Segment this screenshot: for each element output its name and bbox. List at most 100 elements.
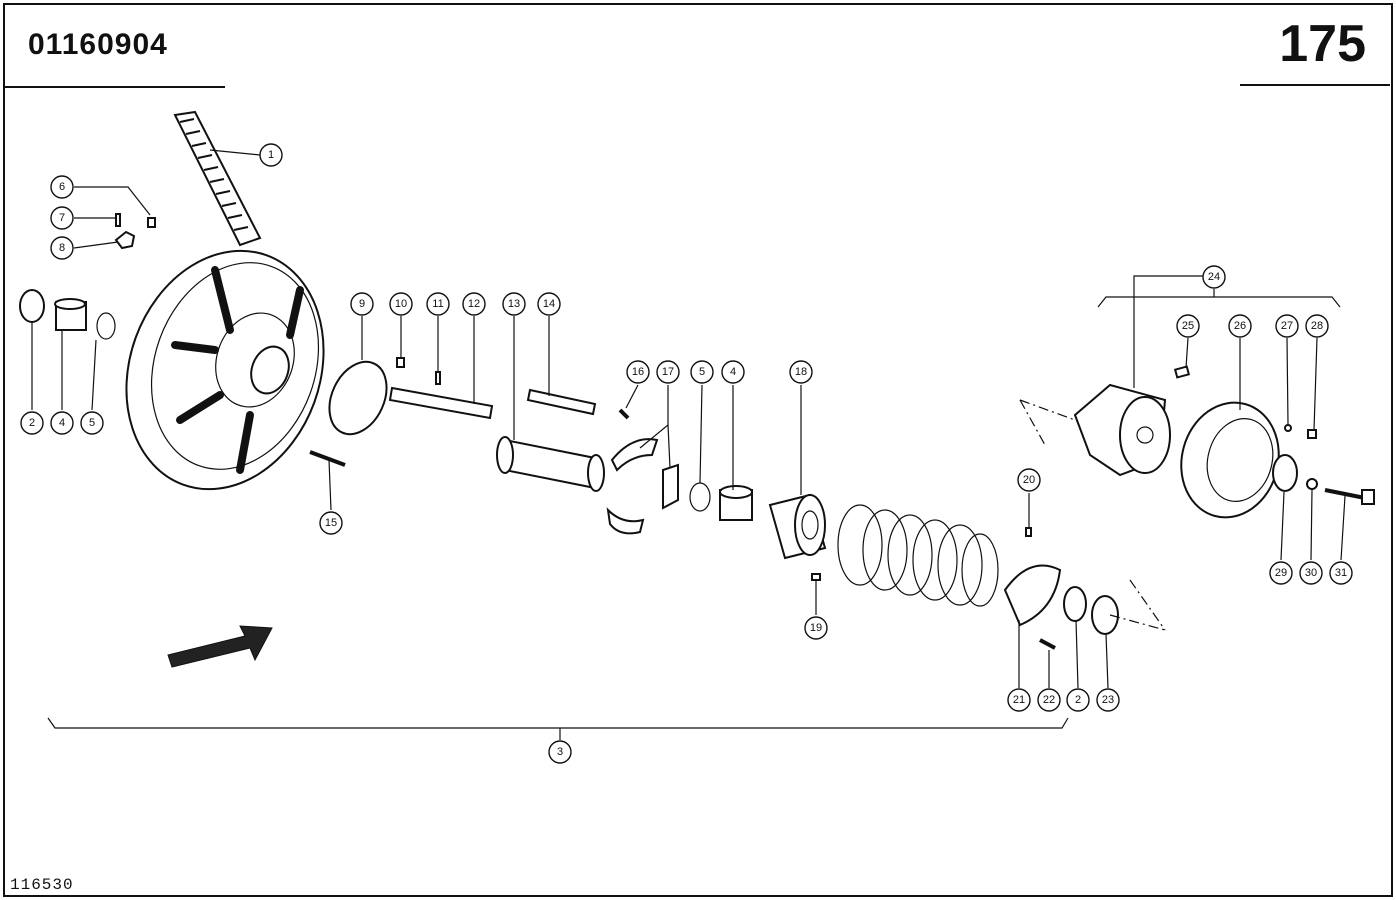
- svg-text:6: 6: [59, 181, 65, 193]
- pin-19: [811, 573, 821, 581]
- callout-17: 17: [656, 360, 680, 384]
- pin-16: [618, 408, 630, 420]
- screw-20: [1025, 527, 1032, 537]
- ring-2-left: [19, 289, 45, 323]
- svg-text:14: 14: [543, 298, 555, 310]
- callout-18: 18: [789, 360, 813, 384]
- svg-text:4: 4: [730, 366, 736, 378]
- callout-9: 9: [350, 292, 374, 316]
- callout-16: 16: [626, 360, 650, 384]
- key-14: [526, 388, 597, 416]
- document-number: 01160904: [28, 28, 168, 61]
- clip-8: [114, 230, 136, 250]
- callout-24: 24: [1202, 265, 1226, 289]
- callout-5-mid: 5: [690, 360, 714, 384]
- pin-7: [115, 213, 121, 227]
- callout-2: 2: [20, 411, 44, 435]
- svg-text:2: 2: [29, 417, 35, 429]
- svg-text:9: 9: [359, 298, 365, 310]
- callout-26: 26: [1228, 314, 1252, 338]
- sleeve-13: [496, 436, 605, 492]
- svg-text:23: 23: [1102, 694, 1114, 706]
- callout-15: 15: [319, 511, 343, 535]
- svg-text:16: 16: [632, 366, 644, 378]
- svg-text:1: 1: [268, 149, 274, 161]
- drive-belt: [173, 110, 262, 247]
- pin-15: [309, 450, 346, 467]
- svg-text:15: 15: [325, 517, 337, 529]
- svg-text:30: 30: [1305, 567, 1317, 579]
- svg-text:25: 25: [1182, 320, 1194, 332]
- callout-28: 28: [1305, 314, 1329, 338]
- svg-text:4: 4: [59, 417, 65, 429]
- svg-text:29: 29: [1275, 567, 1287, 579]
- svg-text:8: 8: [59, 242, 65, 254]
- callout-21: 21: [1007, 688, 1031, 712]
- segment-17a: [610, 438, 659, 472]
- callout-4: 4: [50, 411, 74, 435]
- disc-29: [1272, 454, 1298, 492]
- callout-11: 11: [426, 292, 450, 316]
- callout-1: 1: [259, 143, 283, 167]
- spring: [837, 504, 999, 607]
- svg-text:28: 28: [1311, 320, 1323, 332]
- bushing-4-left: [54, 298, 87, 331]
- figure-id: 116530: [10, 876, 74, 894]
- segment-17c: [606, 507, 645, 535]
- header-rule-right: [1240, 84, 1390, 86]
- segment-17b: [662, 463, 679, 510]
- nut-6: [147, 217, 156, 228]
- screw-10: [396, 357, 405, 368]
- callout-7: 7: [50, 206, 74, 230]
- svg-text:2: 2: [1075, 694, 1081, 706]
- bolt-31: [1324, 488, 1375, 505]
- callout-25: 25: [1176, 314, 1200, 338]
- callout-31: 31: [1329, 561, 1353, 585]
- svg-text:7: 7: [59, 212, 65, 224]
- leader-lines: [31, 149, 1346, 740]
- callout-13: 13: [502, 292, 526, 316]
- pulley-disc: [125, 249, 325, 491]
- callout-20: 20: [1017, 468, 1041, 492]
- ring-23: [1091, 595, 1119, 635]
- cover-26: [1180, 401, 1280, 519]
- key-25: [1173, 365, 1191, 379]
- callout-14: 14: [537, 292, 561, 316]
- assembly-axis-lines: [1019, 399, 1166, 631]
- key-12: [388, 386, 494, 420]
- callout-group: 1 2 4 5 6 7 8 9 10 11 12 13 14 15 16 17 …: [20, 143, 1353, 764]
- svg-text:22: 22: [1043, 694, 1055, 706]
- callout-6: 6: [50, 175, 74, 199]
- washer-30: [1306, 478, 1318, 490]
- page-number: 175: [1279, 15, 1366, 73]
- svg-text:5: 5: [89, 417, 95, 429]
- svg-text:12: 12: [468, 298, 480, 310]
- svg-text:24: 24: [1208, 271, 1220, 283]
- svg-text:31: 31: [1335, 567, 1347, 579]
- svg-text:13: 13: [508, 298, 520, 310]
- svg-text:19: 19: [810, 622, 822, 634]
- callout-23: 23: [1096, 688, 1120, 712]
- page-border: [3, 3, 1393, 897]
- callout-27: 27: [1275, 314, 1299, 338]
- screw-22: [1039, 638, 1056, 650]
- direction-arrow-icon: [167, 625, 273, 668]
- svg-text:17: 17: [662, 366, 674, 378]
- header-rule-left: [5, 86, 225, 88]
- callout-12: 12: [462, 292, 486, 316]
- svg-text:5: 5: [699, 366, 705, 378]
- hub-18: [768, 493, 827, 560]
- snap-ring-9: [328, 360, 388, 436]
- screw-28: [1307, 429, 1317, 439]
- pin-11: [435, 371, 441, 385]
- callout-10: 10: [389, 292, 413, 316]
- callout-4-mid: 4: [721, 360, 745, 384]
- svg-text:18: 18: [795, 366, 807, 378]
- svg-text:11: 11: [432, 298, 443, 310]
- callout-2-right: 2: [1066, 688, 1090, 712]
- ring-5-left: [96, 312, 116, 340]
- bushing-4-mid: [719, 485, 753, 521]
- svg-text:3: 3: [557, 746, 563, 758]
